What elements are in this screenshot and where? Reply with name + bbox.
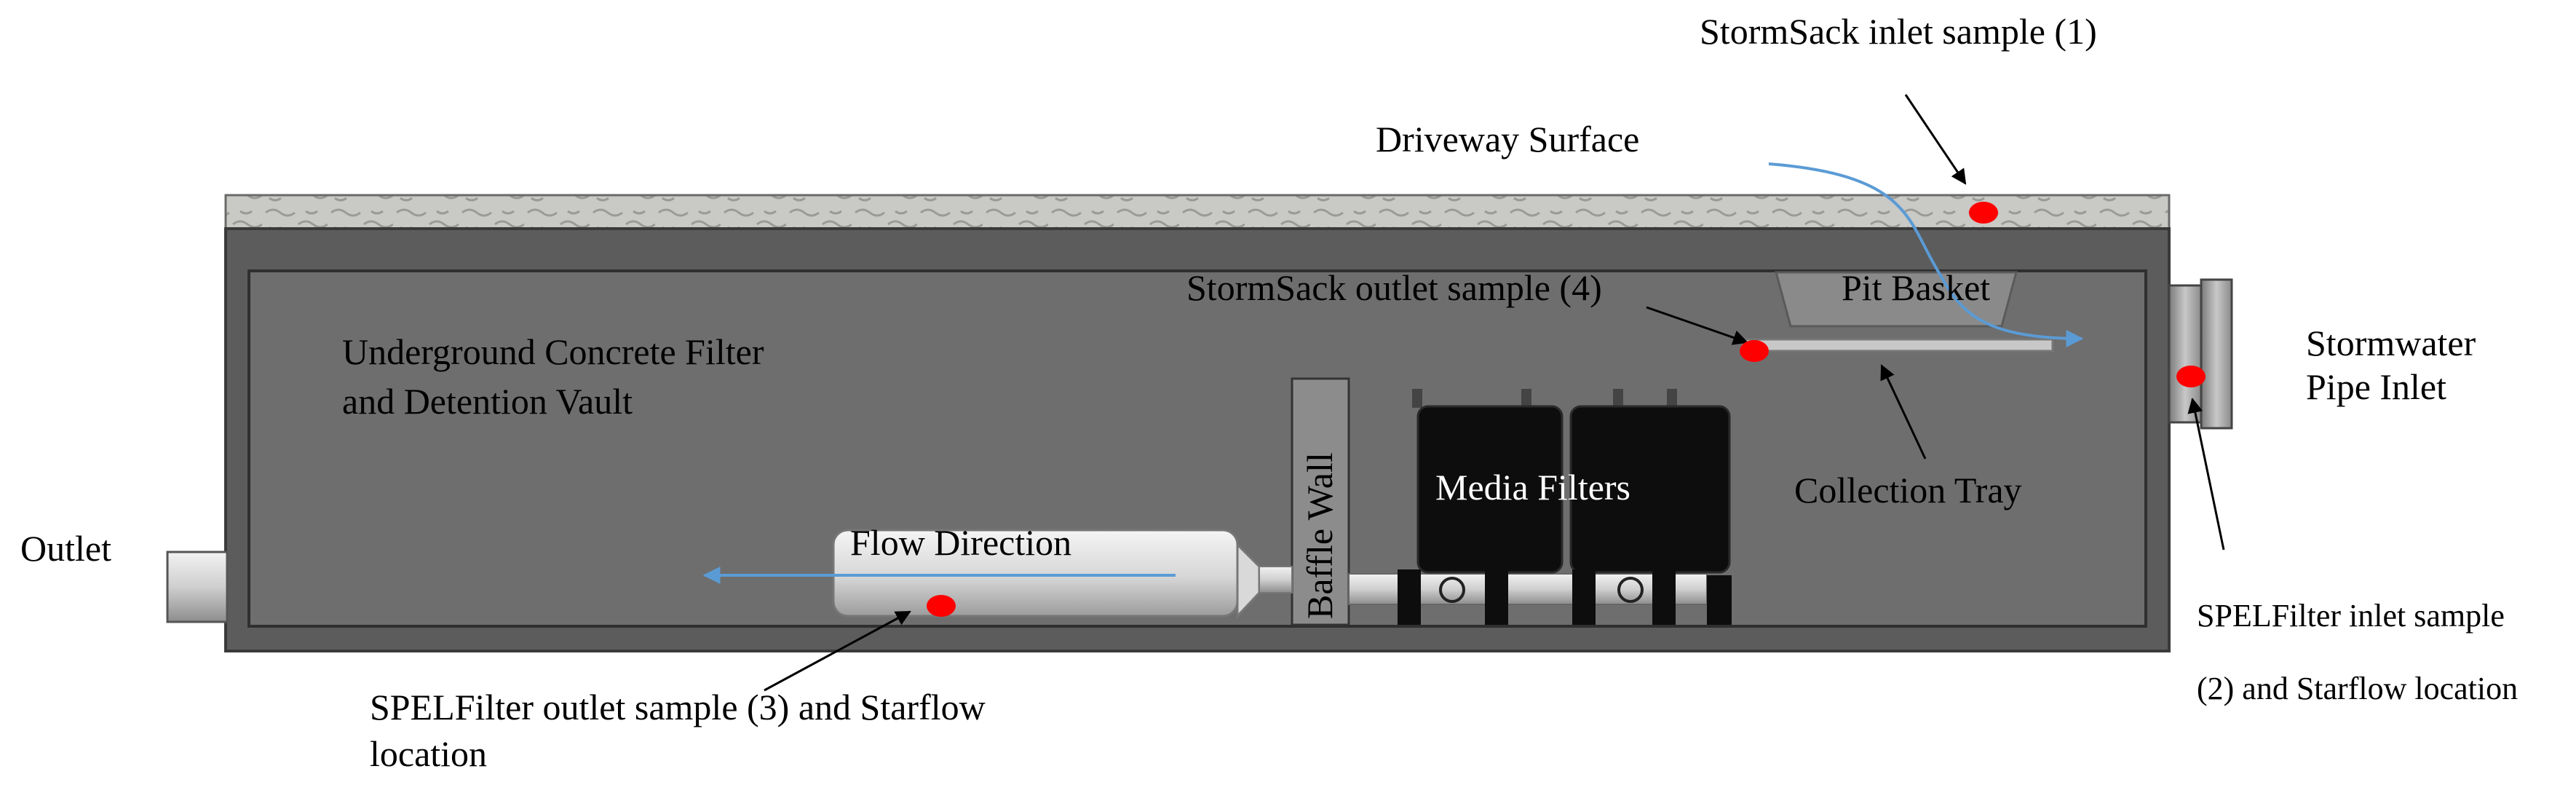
sample-point-1	[1969, 202, 1998, 224]
pointer-stormsack-outlet	[1646, 306, 1748, 345]
pointer-spel-inlet	[2187, 397, 2225, 551]
label-vault-line2: and Detention Vault	[342, 381, 633, 422]
label-collection-tray: Collection Tray	[1794, 470, 2022, 510]
media-filter-left	[1398, 389, 1564, 625]
label-media-filters: Media Filters	[1435, 467, 1630, 508]
outlet-pipe	[166, 551, 229, 623]
driveway-surface-slab	[224, 194, 2171, 230]
label-spel-outlet-line2: location	[370, 733, 487, 774]
label-vault-line1: Underground Concrete Filter	[342, 331, 764, 372]
label-driveway-surface: Driveway Surface	[1376, 119, 1639, 159]
label-stormwater-line2: Pipe Inlet	[2306, 366, 2446, 407]
pointer-spel-outlet	[764, 610, 911, 692]
surface-inflow-arrow	[1768, 162, 2084, 347]
label-baffle-wall: Baffle Wall	[1299, 452, 1340, 619]
label-stormwater-line1: Stormwater	[2306, 323, 2476, 363]
label-spel-inlet-line2: (2) and Starflow location	[2197, 671, 2518, 706]
spelfilter-unit	[832, 529, 1293, 619]
label-stormsack-outlet: StormSack outlet sample (4)	[1186, 267, 1602, 308]
collection-tray	[1742, 338, 2054, 352]
label-stormsack-inlet: StormSack inlet sample (1)	[1700, 11, 2097, 52]
label-spel-inlet-line1: SPELFilter inlet sample	[2197, 598, 2505, 634]
pit-basket	[1775, 271, 2018, 328]
label-spel-outlet-line1: SPELFilter outlet sample (3) and Starflo…	[370, 687, 986, 727]
label-flow-direction: Flow Direction	[850, 522, 1071, 563]
sample-point-4	[1740, 340, 1769, 362]
sample-point-3	[927, 595, 956, 617]
sample-point-2	[2176, 366, 2206, 387]
media-filter-right	[1569, 389, 1732, 625]
baffle-wall	[1291, 377, 1350, 626]
stormwater-pipe-inlet	[2168, 278, 2233, 430]
label-pit-basket: Pit Basket	[1842, 267, 1990, 308]
pointer-collection-tray	[1880, 364, 1927, 459]
pointer-stormsack-inlet	[1904, 94, 1967, 185]
label-outlet: Outlet	[20, 528, 111, 569]
